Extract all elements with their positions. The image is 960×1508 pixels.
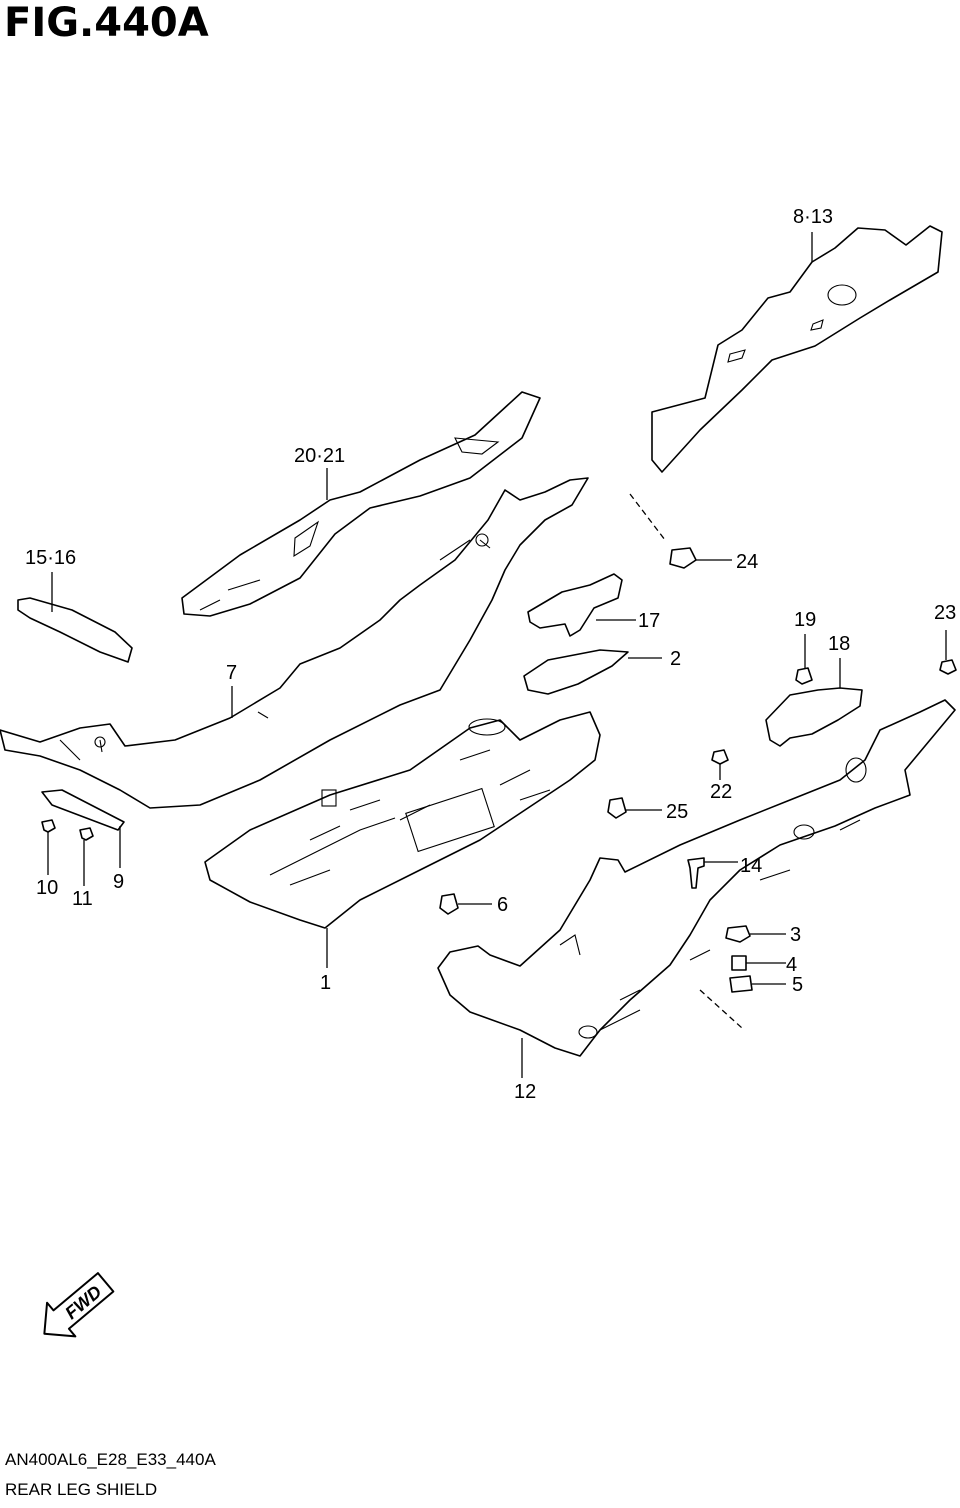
callout-20-21: 20·21	[294, 445, 345, 467]
part-5-grommet[interactable]	[699, 975, 786, 1029]
figure-title: FIG.440A	[4, 0, 209, 46]
callout-22: 22	[710, 781, 732, 803]
figure-code: AN400AL6_E28_E33_440A	[5, 1450, 216, 1469]
callout-5: 5	[792, 974, 803, 996]
callout-25: 25	[666, 801, 688, 823]
part-22-clip[interactable]	[711, 749, 729, 780]
part-24-fastener[interactable]	[629, 493, 732, 569]
callout-19: 19	[794, 609, 816, 631]
callout-7: 7	[226, 662, 237, 684]
callout-17: 17	[638, 610, 660, 632]
callout-3: 3	[790, 924, 801, 946]
callout-12: 12	[514, 1081, 536, 1103]
fwd-arrow-icon: FWD	[43, 1272, 115, 1338]
callout-9: 9	[113, 871, 124, 893]
callout-1: 1	[320, 972, 331, 994]
callout-18: 18	[828, 633, 850, 655]
callout-labels: 1 2 3 4 5 6 7 8·13 9 10 11 12 14 15·16 1…	[25, 206, 956, 1103]
callout-23: 23	[934, 602, 956, 624]
part-4-collar[interactable]	[731, 955, 786, 971]
part-15-16[interactable]	[17, 572, 133, 663]
part-19-screw[interactable]	[795, 634, 813, 685]
figure-name: REAR LEG SHIELD	[5, 1480, 158, 1499]
callout-11: 11	[72, 888, 93, 910]
part-14-screw[interactable]	[687, 857, 738, 889]
callout-4: 4	[786, 954, 797, 976]
callout-24: 24	[736, 551, 758, 573]
part-20-21-cover[interactable]	[181, 391, 541, 617]
part-2-pad[interactable]	[523, 649, 662, 695]
part-3-bolt[interactable]	[725, 925, 786, 943]
part-10-clip[interactable]	[41, 819, 56, 875]
part-25-clip[interactable]	[607, 797, 662, 819]
part-11-clip[interactable]	[79, 827, 94, 886]
part-1-floor[interactable]	[204, 711, 601, 968]
part-18-bracket[interactable]	[765, 658, 863, 747]
callout-8-13: 8·13	[793, 206, 833, 228]
part-17-bracket[interactable]	[527, 573, 636, 637]
callout-6: 6	[497, 894, 508, 916]
callout-15-16: 15·16	[25, 547, 76, 569]
part-6-clip[interactable]	[439, 893, 492, 915]
callout-10: 10	[36, 877, 58, 899]
callout-2: 2	[670, 648, 681, 670]
callout-14: 14	[740, 855, 762, 877]
part-8-13-panel[interactable]	[651, 225, 943, 473]
part-9-strip[interactable]	[41, 789, 125, 868]
part-23-screw[interactable]	[939, 630, 957, 675]
part-7-frame[interactable]	[0, 477, 589, 809]
